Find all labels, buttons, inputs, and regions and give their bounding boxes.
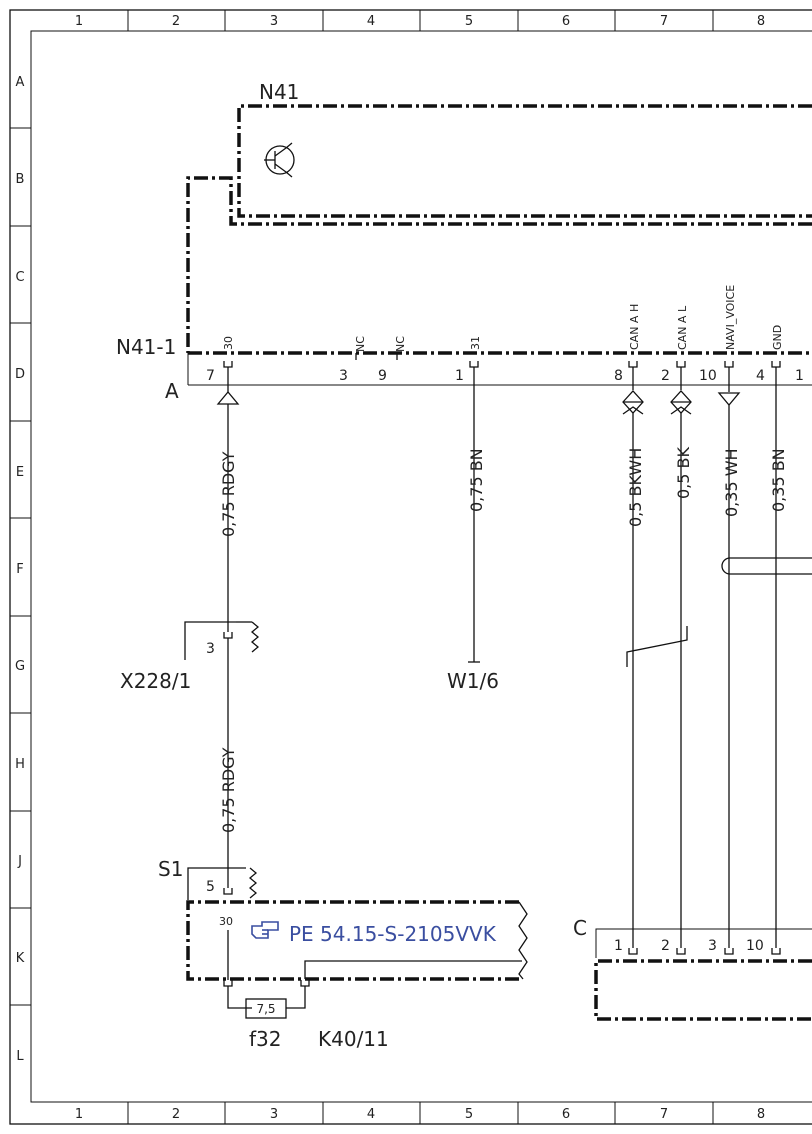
col-label-bottom: 8 (757, 1107, 765, 1122)
col-label-top: 3 (270, 14, 278, 29)
w1-6-label: W1/6 (447, 669, 499, 693)
connector-c-pin: 10 (746, 938, 764, 954)
triangle-connector-icon (717, 392, 741, 407)
pin-number: 8 (614, 368, 623, 384)
x228-1-label: X228/1 (120, 669, 191, 693)
col-label-bottom: 3 (270, 1107, 278, 1122)
triangle-connector-icon (216, 390, 240, 405)
connector-c-box (594, 959, 812, 1021)
wire-label: 0,75 RDGY (219, 451, 238, 537)
col-label-bottom: 6 (562, 1107, 570, 1122)
hand-pointer-icon (251, 921, 279, 939)
connector-a-label: A (165, 379, 179, 403)
row-label: K (16, 951, 25, 966)
s1-box (186, 900, 519, 981)
double-diamond-connector-icon (622, 390, 644, 415)
wire-label: 0,5 BKWH (626, 448, 645, 527)
pin-sockets (223, 353, 781, 368)
row-label: A (16, 75, 25, 90)
pin-signal-nc: NC (394, 336, 407, 352)
row-label: G (15, 659, 25, 674)
pin-number: 1 (795, 368, 804, 384)
pin-number: 9 (378, 368, 387, 384)
wire-label: 0,75 RDGY (219, 747, 238, 833)
col-label-top: 7 (660, 14, 668, 29)
pin-signal-30: 30 (222, 336, 235, 350)
row-label: C (15, 270, 24, 285)
col-label-top: 5 (465, 14, 473, 29)
row-label: F (16, 562, 23, 577)
pin-number: 2 (661, 368, 670, 384)
row-label: B (16, 172, 25, 187)
connector-c-label: C (573, 916, 587, 940)
pin-number: 4 (756, 368, 765, 384)
s1-pin-30: 30 (219, 915, 233, 928)
n41-label: N41 (259, 80, 299, 104)
wire-label: 0,75 BN (467, 448, 486, 512)
pin-number: 10 (699, 368, 717, 384)
row-label: E (16, 465, 24, 480)
column-dividers (127, 10, 714, 1124)
spring-icon (248, 867, 258, 899)
row-label: H (15, 757, 25, 772)
col-label-bottom: 2 (172, 1107, 180, 1122)
transistor-icon (264, 142, 295, 178)
n41-outline (186, 176, 812, 353)
col-label-bottom: 4 (367, 1107, 375, 1122)
pin-signal-navi-voice: NAVI_VOICE (724, 285, 737, 350)
twisted-pair-marker (626, 626, 688, 667)
pin-signal-can-a-h: CAN A H (628, 304, 641, 350)
s1-label: S1 (158, 857, 183, 881)
row-label: D (15, 367, 25, 382)
col-label-bottom: 5 (465, 1107, 473, 1122)
pin-number: 3 (339, 368, 348, 384)
pin-signal-gnd: GND (771, 325, 784, 350)
col-label-top: 1 (75, 14, 83, 29)
n41-1-label: N41-1 (116, 335, 176, 359)
col-label-bottom: 7 (660, 1107, 668, 1122)
reference-link[interactable]: PE 54.15-S-2105VVK (289, 922, 497, 946)
row-label: J (17, 854, 22, 869)
n41-box (237, 104, 812, 218)
x228-pin: 3 (206, 641, 215, 657)
sheet-border (9, 9, 812, 1125)
col-label-top: 6 (562, 14, 570, 29)
connector-c-pin: 2 (661, 938, 670, 954)
spring-icon (250, 621, 260, 653)
row-dividers (10, 127, 31, 1006)
f32-label: f32 (249, 1027, 282, 1051)
fuse-value: 7,5 (256, 1002, 275, 1016)
col-label-bottom: 1 (75, 1107, 83, 1122)
inner-border (30, 30, 812, 1103)
connector-c-pin: 1 (614, 938, 623, 954)
wire-label: 0,35 WH (722, 448, 741, 517)
col-label-top: 2 (172, 14, 180, 29)
k40-11-label: K40/11 (318, 1027, 389, 1051)
shield-marker (721, 557, 812, 575)
double-diamond-connector-icon (670, 390, 692, 415)
pin-signal-nc: NC (354, 336, 367, 352)
col-label-top: 8 (757, 14, 765, 29)
wire-label: 0,5 BK (674, 446, 693, 499)
pin-signal-can-a-l: CAN A L (676, 305, 689, 350)
s1-pin: 5 (206, 879, 215, 895)
pin-signal-31: 31 (469, 336, 482, 350)
wire-label: 0,35 BN (769, 448, 788, 512)
pin-number: 7 (206, 368, 215, 384)
pin-number: 1 (455, 368, 464, 384)
row-label: L (16, 1049, 24, 1064)
col-label-top: 4 (367, 14, 375, 29)
connector-c-pin: 3 (708, 938, 717, 954)
